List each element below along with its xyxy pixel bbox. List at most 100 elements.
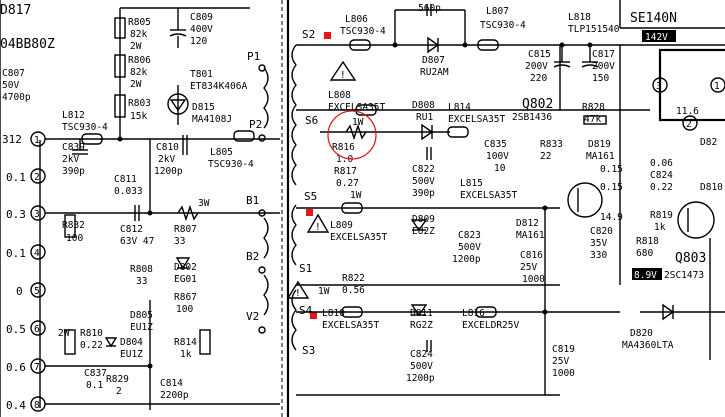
- svg-text:0.1: 0.1: [6, 171, 26, 184]
- svg-text:500V: 500V: [410, 361, 433, 372]
- svg-text:D808: D808: [412, 100, 435, 111]
- svg-text:15k: 15k: [130, 111, 147, 122]
- highlight-circle: [327, 110, 377, 160]
- c839-capacitor: C839 2kV 390p: [62, 139, 88, 177]
- svg-text:R806: R806: [128, 55, 151, 66]
- l810-inductor: L810 EXCELSA35T: [322, 306, 379, 331]
- voltage-142v: 142V: [642, 30, 676, 43]
- voltage-a: 0.15: [600, 164, 623, 175]
- svg-text:7: 7: [34, 362, 40, 373]
- node-s5: S5: [304, 190, 317, 203]
- svg-text:L806: L806: [345, 14, 368, 25]
- red-marker: [306, 209, 313, 216]
- svg-text:D810: D810: [700, 182, 723, 193]
- bottom-right-label: D82: [700, 137, 717, 148]
- svg-text:C817: C817: [592, 49, 615, 60]
- c814-capacitor: C814 2200p: [160, 378, 189, 401]
- svg-text:0.033: 0.033: [114, 186, 143, 197]
- svg-text:35V: 35V: [590, 238, 607, 249]
- svg-text:500V: 500V: [458, 242, 481, 253]
- pin-2: 2 0.1: [6, 168, 46, 184]
- c820-capacitor: C820 35V 330: [590, 226, 613, 261]
- c810-capacitor: C810 2kV 1200p: [154, 135, 188, 177]
- r807-resistor: 3W R807 33: [174, 198, 210, 247]
- svg-text:D811: D811: [410, 308, 433, 319]
- svg-text:6: 6: [34, 324, 40, 335]
- node-b1: B1: [246, 194, 259, 207]
- svg-text:25V: 25V: [552, 356, 569, 367]
- d808-diode: D808 RU1: [412, 100, 435, 141]
- node-b2: B2: [246, 250, 259, 263]
- svg-text:1W: 1W: [318, 286, 330, 297]
- svg-text:200V: 200V: [592, 61, 615, 72]
- svg-text:R814: R814: [174, 337, 197, 348]
- l809-inductor: L809 EXCELSA35T: [330, 202, 387, 243]
- svg-text:0.6: 0.6: [6, 361, 26, 374]
- svg-text:L812: L812: [62, 110, 85, 121]
- svg-text:Q803: Q803: [675, 251, 706, 266]
- svg-text:C810: C810: [156, 142, 179, 153]
- d815-zener: D815 MA4108J: [167, 85, 232, 125]
- c817-capacitor: C817 200V 150: [581, 45, 615, 84]
- pin-4: 4 0.1: [6, 244, 46, 260]
- svg-text:!: !: [340, 70, 346, 81]
- red-marker: [324, 32, 331, 39]
- svg-text:EG01: EG01: [174, 274, 197, 285]
- d819-diode: D819 MA161: [586, 139, 615, 162]
- c816-capacitor: C816 25V 1000: [520, 250, 545, 285]
- svg-text:3W: 3W: [198, 198, 210, 209]
- svg-text:R803: R803: [128, 98, 151, 109]
- svg-text:C814: C814: [160, 378, 183, 389]
- r810-resistor: 2W R810 0.22: [58, 328, 103, 355]
- top-left-label-2: 04BB80Z: [0, 37, 55, 52]
- svg-text:2200p: 2200p: [160, 390, 189, 401]
- svg-text:C812: C812: [120, 224, 143, 235]
- svg-text:1: 1: [714, 81, 720, 92]
- svg-text:82k: 82k: [130, 29, 147, 40]
- svg-text:D812: D812: [516, 218, 539, 229]
- c812-capacitor: C812 63V 47: [120, 205, 154, 247]
- c835-capacitor: C835 100V 10: [484, 139, 509, 174]
- svg-text:1200p: 1200p: [452, 254, 481, 265]
- svg-text:D815: D815: [192, 102, 215, 113]
- svg-text:C837: C837: [84, 368, 107, 379]
- svg-text:2kV: 2kV: [158, 154, 175, 165]
- r808-resistor: R808 33: [130, 264, 153, 287]
- svg-text:390p: 390p: [62, 166, 85, 177]
- svg-text:1W: 1W: [350, 190, 362, 201]
- svg-text:R867: R867: [174, 292, 197, 303]
- r833-resistor: R833 22: [540, 139, 563, 162]
- r819-resistor: R819 1k: [650, 210, 673, 233]
- svg-text:C823: C823: [458, 230, 481, 241]
- svg-text:R832: R832: [62, 220, 85, 231]
- svg-text:C824: C824: [410, 349, 433, 360]
- r814-resistor: R814 1k: [174, 329, 211, 360]
- svg-text:R822: R822: [342, 273, 365, 284]
- top-left-label-1: D817: [0, 3, 31, 18]
- r803-resistor: R803 15k: [114, 94, 151, 122]
- warning-icon: !: [329, 60, 357, 81]
- svg-text:1k: 1k: [180, 349, 192, 360]
- d811-diode: D811 RG2Z: [410, 304, 433, 331]
- svg-text:63V 47: 63V 47: [120, 236, 154, 247]
- svg-text:ET834K406A: ET834K406A: [190, 81, 247, 92]
- svg-text:EXCELSA35T: EXCELSA35T: [448, 114, 505, 125]
- svg-text:50V: 50V: [2, 80, 19, 91]
- d805-diode: D805 EU1Z: [130, 310, 153, 333]
- svg-text:0.1: 0.1: [86, 380, 103, 391]
- top-right-label: SE140N: [630, 11, 677, 26]
- svg-text:4700p: 4700p: [2, 92, 31, 103]
- voltage-b: 0.15: [600, 182, 623, 193]
- svg-text:142V: 142V: [645, 32, 668, 43]
- l805-inductor: L805 TSC930-4: [208, 130, 255, 170]
- svg-text:L808: L808: [328, 90, 351, 101]
- svg-text:680: 680: [636, 248, 653, 259]
- svg-text:4: 4: [34, 248, 40, 259]
- svg-text:500V: 500V: [412, 176, 435, 187]
- svg-text:0.22: 0.22: [650, 182, 673, 193]
- svg-text:TSC930-4: TSC930-4: [62, 122, 108, 133]
- svg-text:2: 2: [116, 386, 122, 397]
- svg-text:EXCELSA35T: EXCELSA35T: [460, 190, 517, 201]
- svg-text:330: 330: [590, 250, 607, 261]
- svg-text:2SC1473: 2SC1473: [664, 270, 704, 281]
